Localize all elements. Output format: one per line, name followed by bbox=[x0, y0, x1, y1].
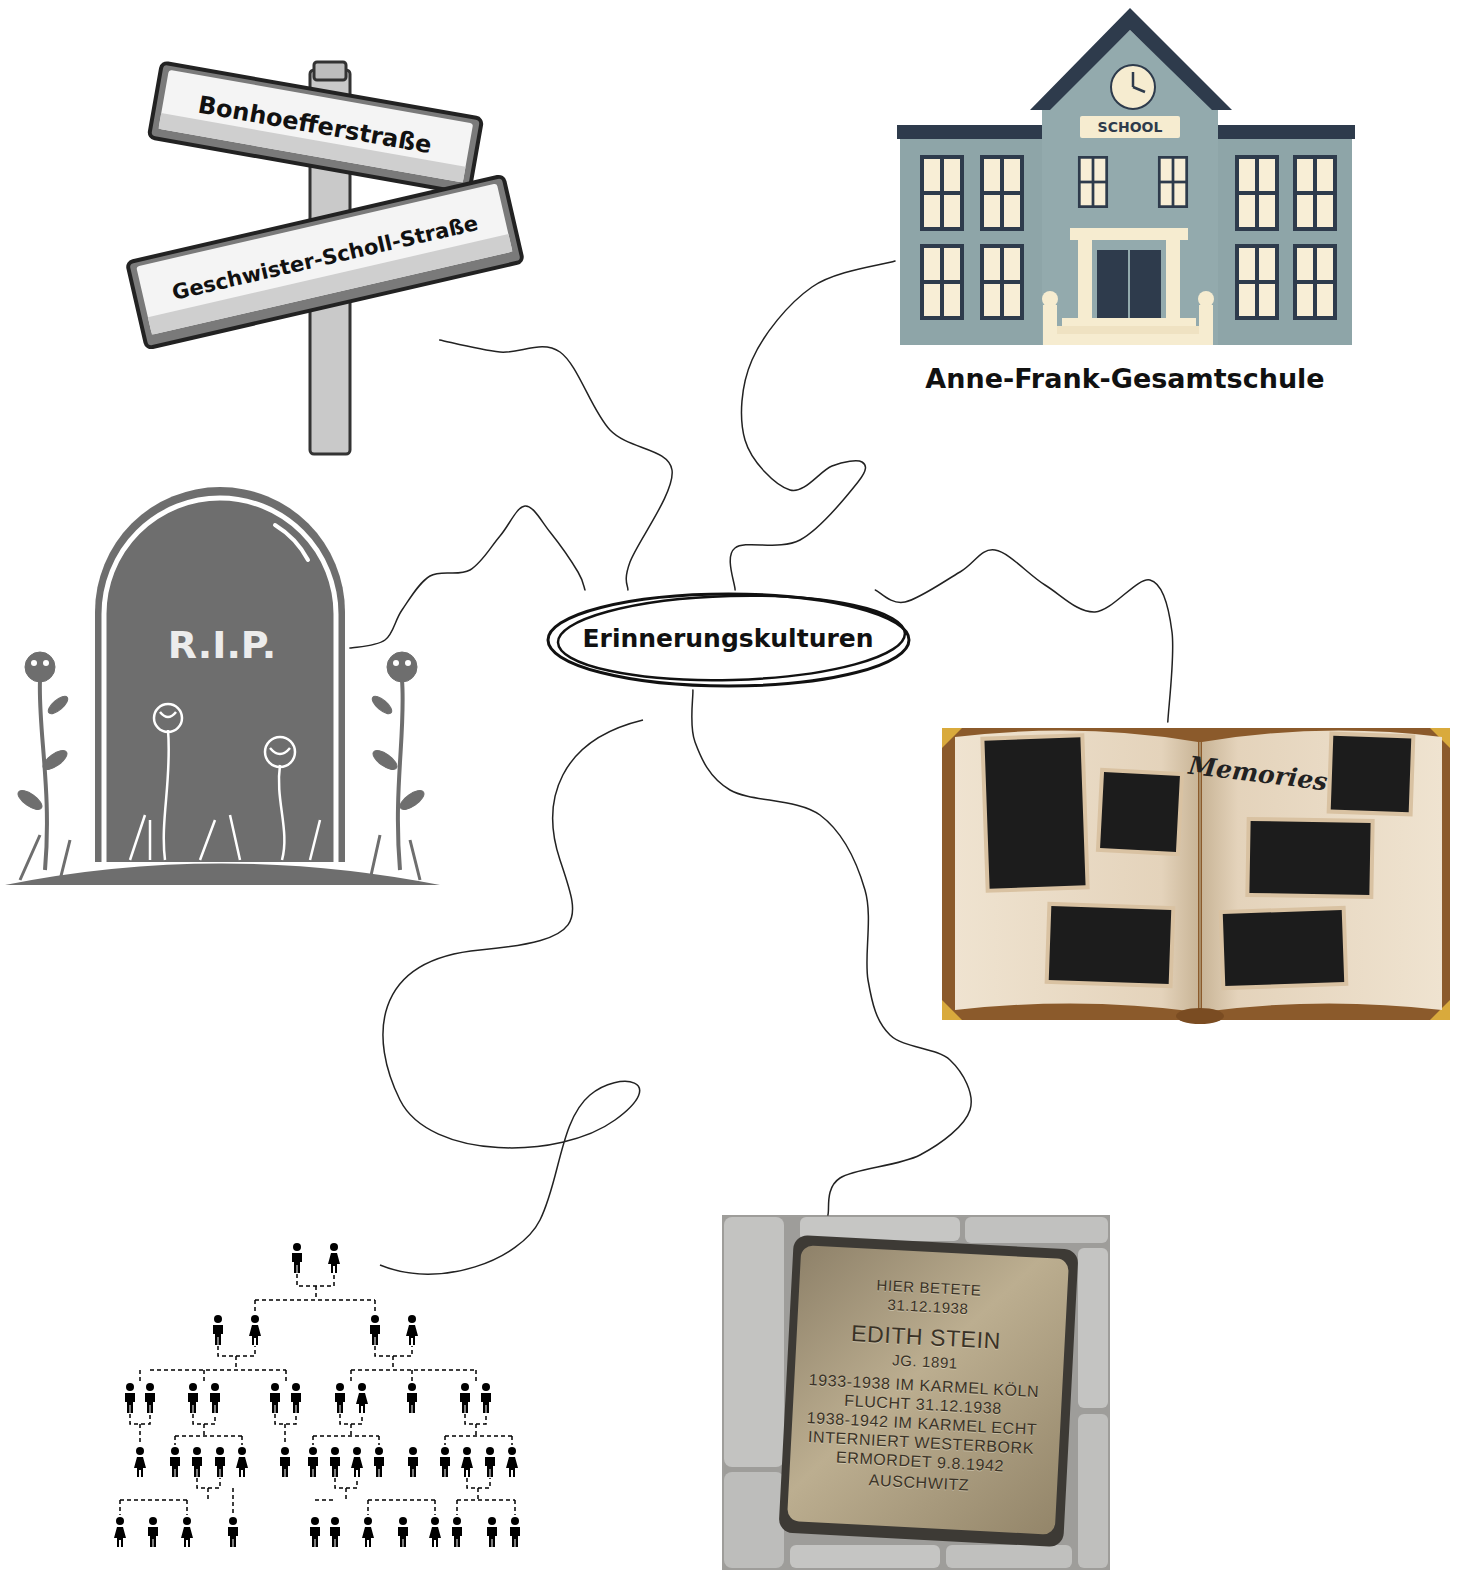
post-cap bbox=[314, 62, 346, 80]
family-tree bbox=[114, 1243, 520, 1547]
ground bbox=[5, 864, 440, 886]
tower bbox=[1042, 100, 1218, 345]
node-label: SCHOOL bbox=[1082, 117, 1178, 137]
connector-line bbox=[692, 690, 971, 1215]
node-label: Bonhoefferstraße bbox=[150, 81, 481, 170]
stone bbox=[95, 487, 345, 862]
connector-line bbox=[350, 506, 585, 648]
clock bbox=[1111, 65, 1155, 109]
photo-album: Memories bbox=[940, 722, 1452, 1022]
tree-connector bbox=[120, 1274, 515, 1515]
school: SCHOOL Anne-Frank-Gesamtschule bbox=[895, 5, 1357, 405]
connector-line bbox=[440, 340, 673, 590]
sign-plate bbox=[149, 62, 482, 193]
node-label: Memories bbox=[1181, 748, 1334, 800]
leader-line bbox=[380, 720, 643, 1274]
flower bbox=[15, 652, 427, 880]
album-cover bbox=[942, 728, 1450, 1020]
street-sign bbox=[127, 62, 523, 454]
school-sign bbox=[1080, 116, 1180, 138]
photo bbox=[982, 734, 1413, 989]
gravestone: R.I.P. bbox=[95, 485, 350, 860]
photo-album bbox=[942, 728, 1450, 1024]
door bbox=[1097, 250, 1161, 318]
node-label: Anne-Frank-Gesamtschule bbox=[895, 361, 1355, 397]
ellipse-stroke bbox=[548, 594, 909, 686]
node-label: Erinnerungskulturen bbox=[553, 621, 903, 657]
gravestone bbox=[5, 487, 440, 885]
node-label: Geschwister-Scholl-Straße bbox=[136, 201, 513, 316]
central-topic: Erinnerungskulturen bbox=[545, 590, 912, 690]
sign-plate bbox=[127, 176, 523, 349]
roof bbox=[1030, 8, 1232, 110]
connector-line bbox=[875, 550, 1172, 722]
connector-line bbox=[730, 261, 895, 590]
engraved-flowers bbox=[130, 704, 320, 860]
album-page bbox=[955, 731, 1198, 1012]
school-building bbox=[897, 8, 1355, 345]
stolperstein: HIER BETETE31.12.1938EDITH STEINJG. 1891… bbox=[722, 1215, 1110, 1570]
node-label: R.I.P. bbox=[112, 622, 332, 668]
stolperstein-photo bbox=[722, 1215, 1110, 1570]
street-sign: BonhoefferstraßeGeschwister-Scholl-Straß… bbox=[130, 58, 522, 340]
